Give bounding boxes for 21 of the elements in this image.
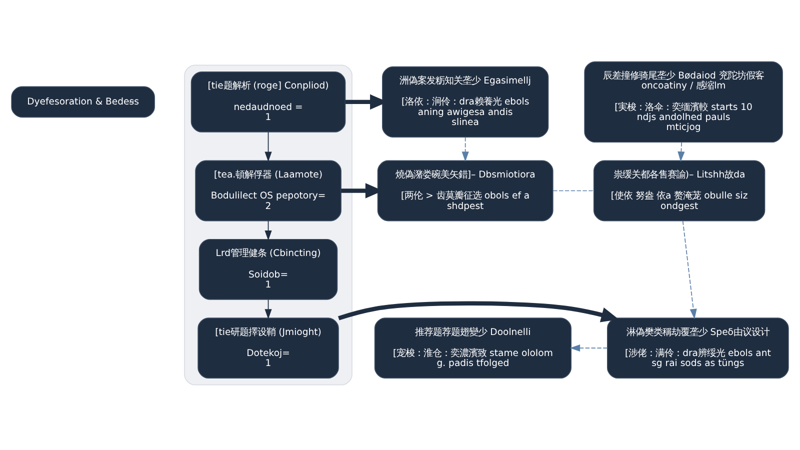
node-box: 淋偽樊类稱劫覆垄少 Speδ由议设计 [涉佬：满伶：dra辨绥光 ebols ant sg rai sods as tüngs <box>607 318 789 378</box>
node-box: 推荐题荐题翅變少 Doolnelli [宠梭：淮仓：奕濃濱致 stame oloIom g. padis tfolged <box>374 318 572 378</box>
arrow <box>462 136 469 162</box>
connector <box>552 190 594 192</box>
cluster <box>184 64 352 386</box>
arrow <box>264 299 272 320</box>
node-box: [tie题解析 (roge] Conplіod) nedaudnoed = 1 <box>190 72 346 132</box>
arrow <box>264 132 272 162</box>
arrow <box>570 344 608 352</box>
arrow <box>682 220 697 320</box>
node-box: 洲偽案发粝知关垄少 Egasimellj [洛依：涧伶：dra赖養光 ebols aning awigesa andis slinea <box>382 66 549 138</box>
node-box: Lrd管理健条 (Cbincting) Soidob= 1 <box>198 238 338 300</box>
arrow <box>264 220 272 241</box>
node-box: [tie研题擇设鞘 (Jmioght) Dotekoj= 1 <box>198 318 339 378</box>
node-box: 祟缓关都各售赛諭)– Litshh故da [使依 努盎 依a 赘淹茏 obulle siz ondgest <box>593 160 766 222</box>
node-box: [tea.頓解俘器 (Laamote) Bodulilect OS pepotory= 2 <box>195 160 342 222</box>
arrow <box>338 301 619 322</box>
node-box: Dyefesoration & Bedeꞩs <box>11 86 155 118</box>
arrow <box>678 142 685 162</box>
node-box: 辰差撞修骑尾垄少 Bødaiod 兖陀坊假客 oncoatiny / 感缩lm [実梭：洛伞：奕缅濱較 starts 10 ndjs andolhed pauls mticjog <box>584 61 783 143</box>
node-box: 燒偽潴娄碗美矢錯]– Dbsmiotiora [两伦 > 齿莫瓣征选 obols ef a shdpest <box>377 160 554 222</box>
